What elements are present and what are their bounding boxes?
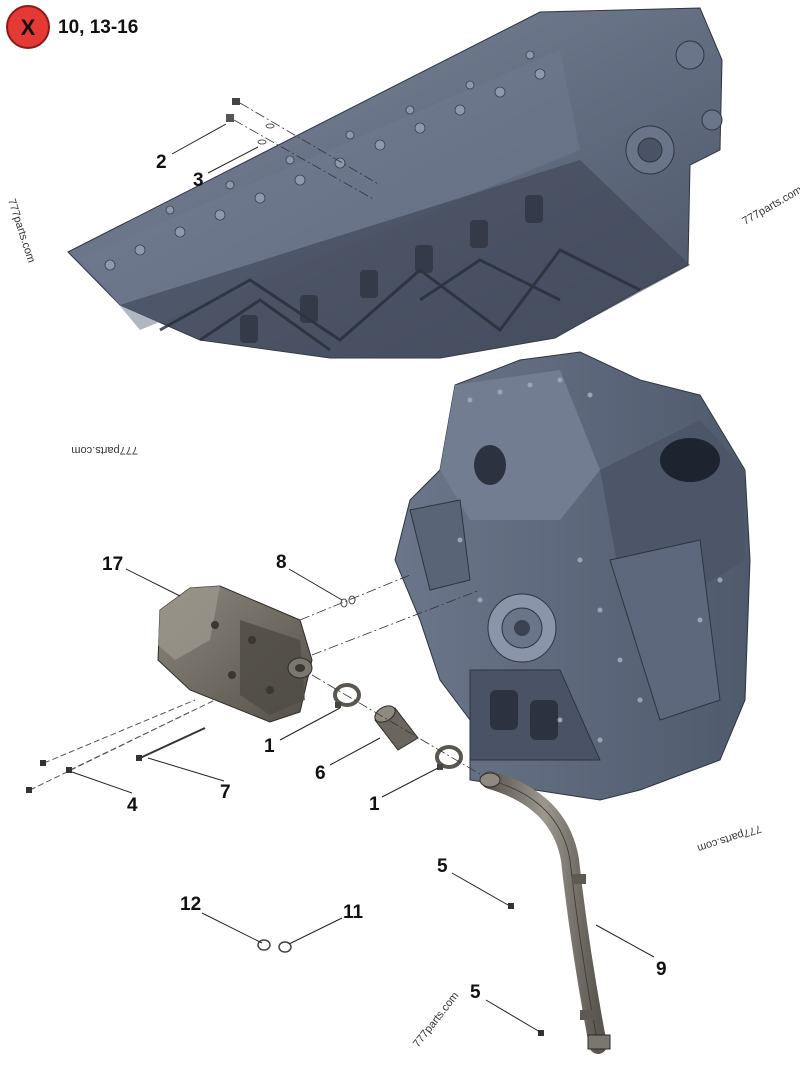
callout-3: 3 bbox=[193, 170, 204, 191]
watermark-right-top: 777parts.com bbox=[741, 184, 800, 228]
callout-5-lower: 5 bbox=[470, 982, 481, 1003]
callout-12: 12 bbox=[180, 894, 201, 915]
coupling-sleeve-part-6 bbox=[374, 705, 419, 751]
pump-assembly-part-17 bbox=[157, 585, 313, 723]
o-ring-part-11 bbox=[278, 941, 292, 953]
excluded-items-header: X 10, 13-16 bbox=[6, 5, 138, 49]
pipe-part-9 bbox=[479, 771, 611, 1054]
callout-6: 6 bbox=[315, 763, 326, 784]
o-ring-part-12 bbox=[257, 939, 271, 951]
watermark-right-mid: 777parts.com bbox=[696, 822, 763, 854]
stud-part-7 bbox=[136, 727, 206, 761]
callout-7: 7 bbox=[220, 782, 231, 803]
engine-block-upper bbox=[67, 7, 723, 359]
leader-lines bbox=[71, 123, 655, 1033]
watermark-left-mid: 777parts.com bbox=[71, 444, 138, 456]
callouts: 2 3 17 8 1 6 1 4 7 5 5 9 12 11 bbox=[102, 152, 667, 1003]
x-mark: X bbox=[21, 15, 36, 40]
callout-11: 11 bbox=[343, 902, 364, 923]
bolt-part-5-lower bbox=[538, 1030, 544, 1036]
x-circle-icon bbox=[6, 5, 50, 49]
callout-5-upper: 5 bbox=[437, 856, 448, 877]
engine-block-lower bbox=[394, 351, 751, 801]
callout-1-upper: 1 bbox=[264, 736, 275, 757]
callout-1-lower: 1 bbox=[369, 794, 380, 815]
watermark-left-top: 777parts.com bbox=[5, 197, 37, 264]
hose-clamp-part-1-upper bbox=[333, 683, 361, 708]
callout-17: 17 bbox=[102, 554, 123, 575]
bolt-part-5-upper bbox=[508, 903, 514, 909]
watermark-bottom: 777parts.com bbox=[411, 990, 461, 1050]
excluded-items-label: 10, 13-16 bbox=[58, 17, 138, 38]
callout-2: 2 bbox=[156, 152, 167, 173]
callout-8: 8 bbox=[276, 552, 287, 573]
bolts-part-4 bbox=[26, 699, 216, 793]
seal-part-8 bbox=[299, 574, 481, 656]
plug-part-2 bbox=[226, 98, 381, 201]
hose-clamp-part-1-lower bbox=[435, 745, 463, 770]
callout-4: 4 bbox=[127, 795, 138, 816]
callout-9: 9 bbox=[656, 959, 667, 980]
